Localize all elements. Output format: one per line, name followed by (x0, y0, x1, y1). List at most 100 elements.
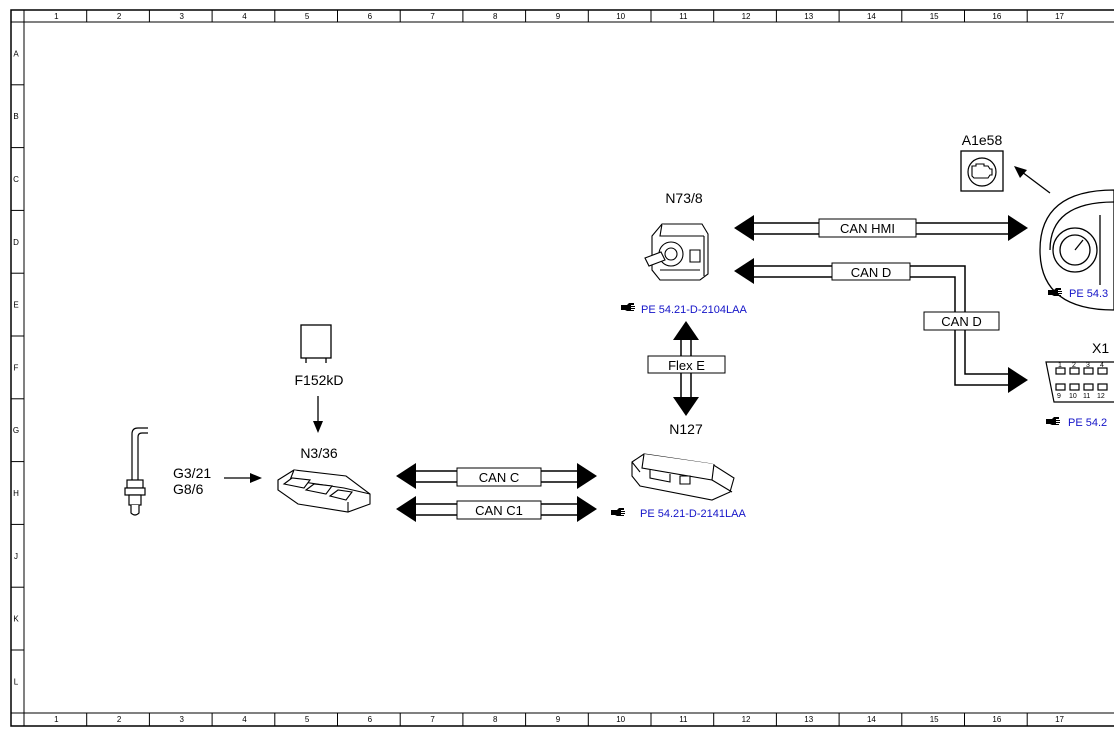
column-number: 8 (493, 715, 498, 724)
can-c1-label: CAN C1 (475, 503, 523, 518)
column-number: 3 (180, 715, 185, 724)
pointing-hand-icon (611, 508, 625, 516)
column-number: 11 (679, 715, 688, 724)
column-number: 1 (54, 12, 59, 21)
g8-6-label: G8/6 (173, 481, 204, 497)
g3-21-label: G3/21 (173, 465, 211, 481)
pin-label: 4 (1100, 362, 1104, 369)
column-number: 6 (368, 12, 373, 21)
pin-label: 10 (1069, 393, 1077, 400)
column-number: 4 (242, 715, 247, 724)
row-letter: D (13, 238, 19, 247)
pointing-hand-icon (1046, 417, 1060, 425)
n73-8-reference: PE 54.21-D-2104LAA (621, 303, 747, 316)
a1e58-label: A1e58 (962, 132, 1003, 148)
connector-pin-numbers: 1 2 3 4 9 10 11 12 (1057, 362, 1105, 400)
column-number: 2 (117, 12, 122, 21)
n73-8-label: N73/8 (665, 190, 703, 206)
column-ruler: 1122334455667788991010111112121313141415… (23, 10, 1065, 726)
column-number: 6 (368, 715, 373, 724)
column-number: 12 (742, 715, 751, 724)
column-number: 16 (992, 12, 1001, 21)
ecu-icon (277, 469, 371, 513)
column-number: 10 (616, 715, 625, 724)
n73-8-ref-link[interactable]: PE 54.21-D-2104LAA (641, 304, 747, 316)
relay-icon (300, 324, 332, 363)
f152kd-arrow (313, 396, 323, 433)
row-letter: B (13, 112, 18, 121)
column-number: 9 (556, 12, 561, 21)
row-letter: K (13, 615, 19, 624)
n127-label: N127 (669, 421, 703, 437)
column-number: 17 (1055, 12, 1064, 21)
row-letter: L (14, 677, 19, 686)
can-c1-bus: CAN C1 (396, 496, 597, 522)
can-d-left-arrow (734, 258, 754, 284)
row-letter: A (13, 49, 19, 58)
pin-label: 3 (1086, 362, 1090, 369)
column-number: 8 (493, 12, 498, 21)
column-number: 9 (556, 715, 561, 724)
oxygen-sensor-icon (124, 427, 148, 516)
pointing-hand-icon (621, 303, 635, 311)
pin-label: 12 (1097, 393, 1105, 400)
pin-label: 2 (1072, 362, 1076, 369)
row-letter: E (13, 301, 18, 310)
row-letter: H (13, 489, 19, 498)
can-d-top-label: CAN D (851, 265, 891, 280)
x11-ref-link[interactable]: PE 54.2 (1068, 417, 1107, 429)
column-number: 14 (867, 715, 876, 724)
column-number: 5 (305, 12, 310, 21)
column-number: 3 (180, 12, 185, 21)
frame (10, 9, 1114, 727)
x11-label: X1 (1092, 340, 1109, 356)
pin-label: 9 (1057, 393, 1061, 400)
column-number: 4 (242, 12, 247, 21)
a1e58-arrow (1014, 166, 1051, 194)
cluster-ref-link[interactable]: PE 54.3 (1069, 288, 1108, 300)
instrument-cluster-icon (1039, 189, 1114, 311)
ignition-switch-icon (644, 223, 709, 281)
n3-36-label: N3/36 (300, 445, 338, 461)
x11-reference: PE 54.2 (1046, 417, 1107, 429)
flex-e-bus: Flex E (647, 321, 726, 416)
column-number: 11 (679, 12, 688, 21)
can-c-label: CAN C (479, 470, 519, 485)
can-hmi-label: CAN HMI (840, 221, 895, 236)
column-number: 13 (804, 715, 813, 724)
column-number: 17 (1055, 715, 1064, 724)
gateway-module-icon (631, 453, 735, 501)
pin-label: 1 (1058, 362, 1062, 369)
column-number: 10 (616, 12, 625, 21)
check-engine-icon (960, 150, 1004, 192)
column-number: 16 (992, 715, 1001, 724)
f152kd-label: F152kD (294, 372, 343, 388)
row-ruler: A B C D E F G H J K L (11, 21, 24, 686)
can-hmi-bus: CAN HMI (734, 215, 1028, 241)
pin-label: 11 (1083, 393, 1090, 400)
row-letter: J (14, 552, 18, 561)
column-number: 7 (430, 715, 435, 724)
diagnostic-connector-icon (1045, 361, 1114, 403)
sensor-arrow (224, 473, 262, 483)
column-number: 15 (930, 715, 939, 724)
can-d-right-arrow (1008, 367, 1028, 393)
column-number: 5 (305, 715, 310, 724)
n127-ref-link[interactable]: PE 54.21-D-2141LAA (640, 508, 746, 520)
column-number: 1 (54, 715, 59, 724)
column-number: 7 (430, 12, 435, 21)
row-letter: C (13, 175, 19, 184)
column-number: 12 (742, 12, 751, 21)
cluster-reference: PE 54.3 (1048, 288, 1108, 300)
can-d-side-label: CAN D (941, 314, 981, 329)
column-number: 15 (930, 12, 939, 21)
column-number: 14 (867, 12, 876, 21)
column-number: 2 (117, 715, 122, 724)
row-letter: G (13, 426, 19, 435)
row-letter: F (14, 363, 19, 372)
n127-reference: PE 54.21-D-2141LAA (611, 508, 746, 520)
column-number: 13 (804, 12, 813, 21)
flex-e-label: Flex E (668, 358, 705, 373)
can-c-bus: CAN C (396, 463, 597, 489)
